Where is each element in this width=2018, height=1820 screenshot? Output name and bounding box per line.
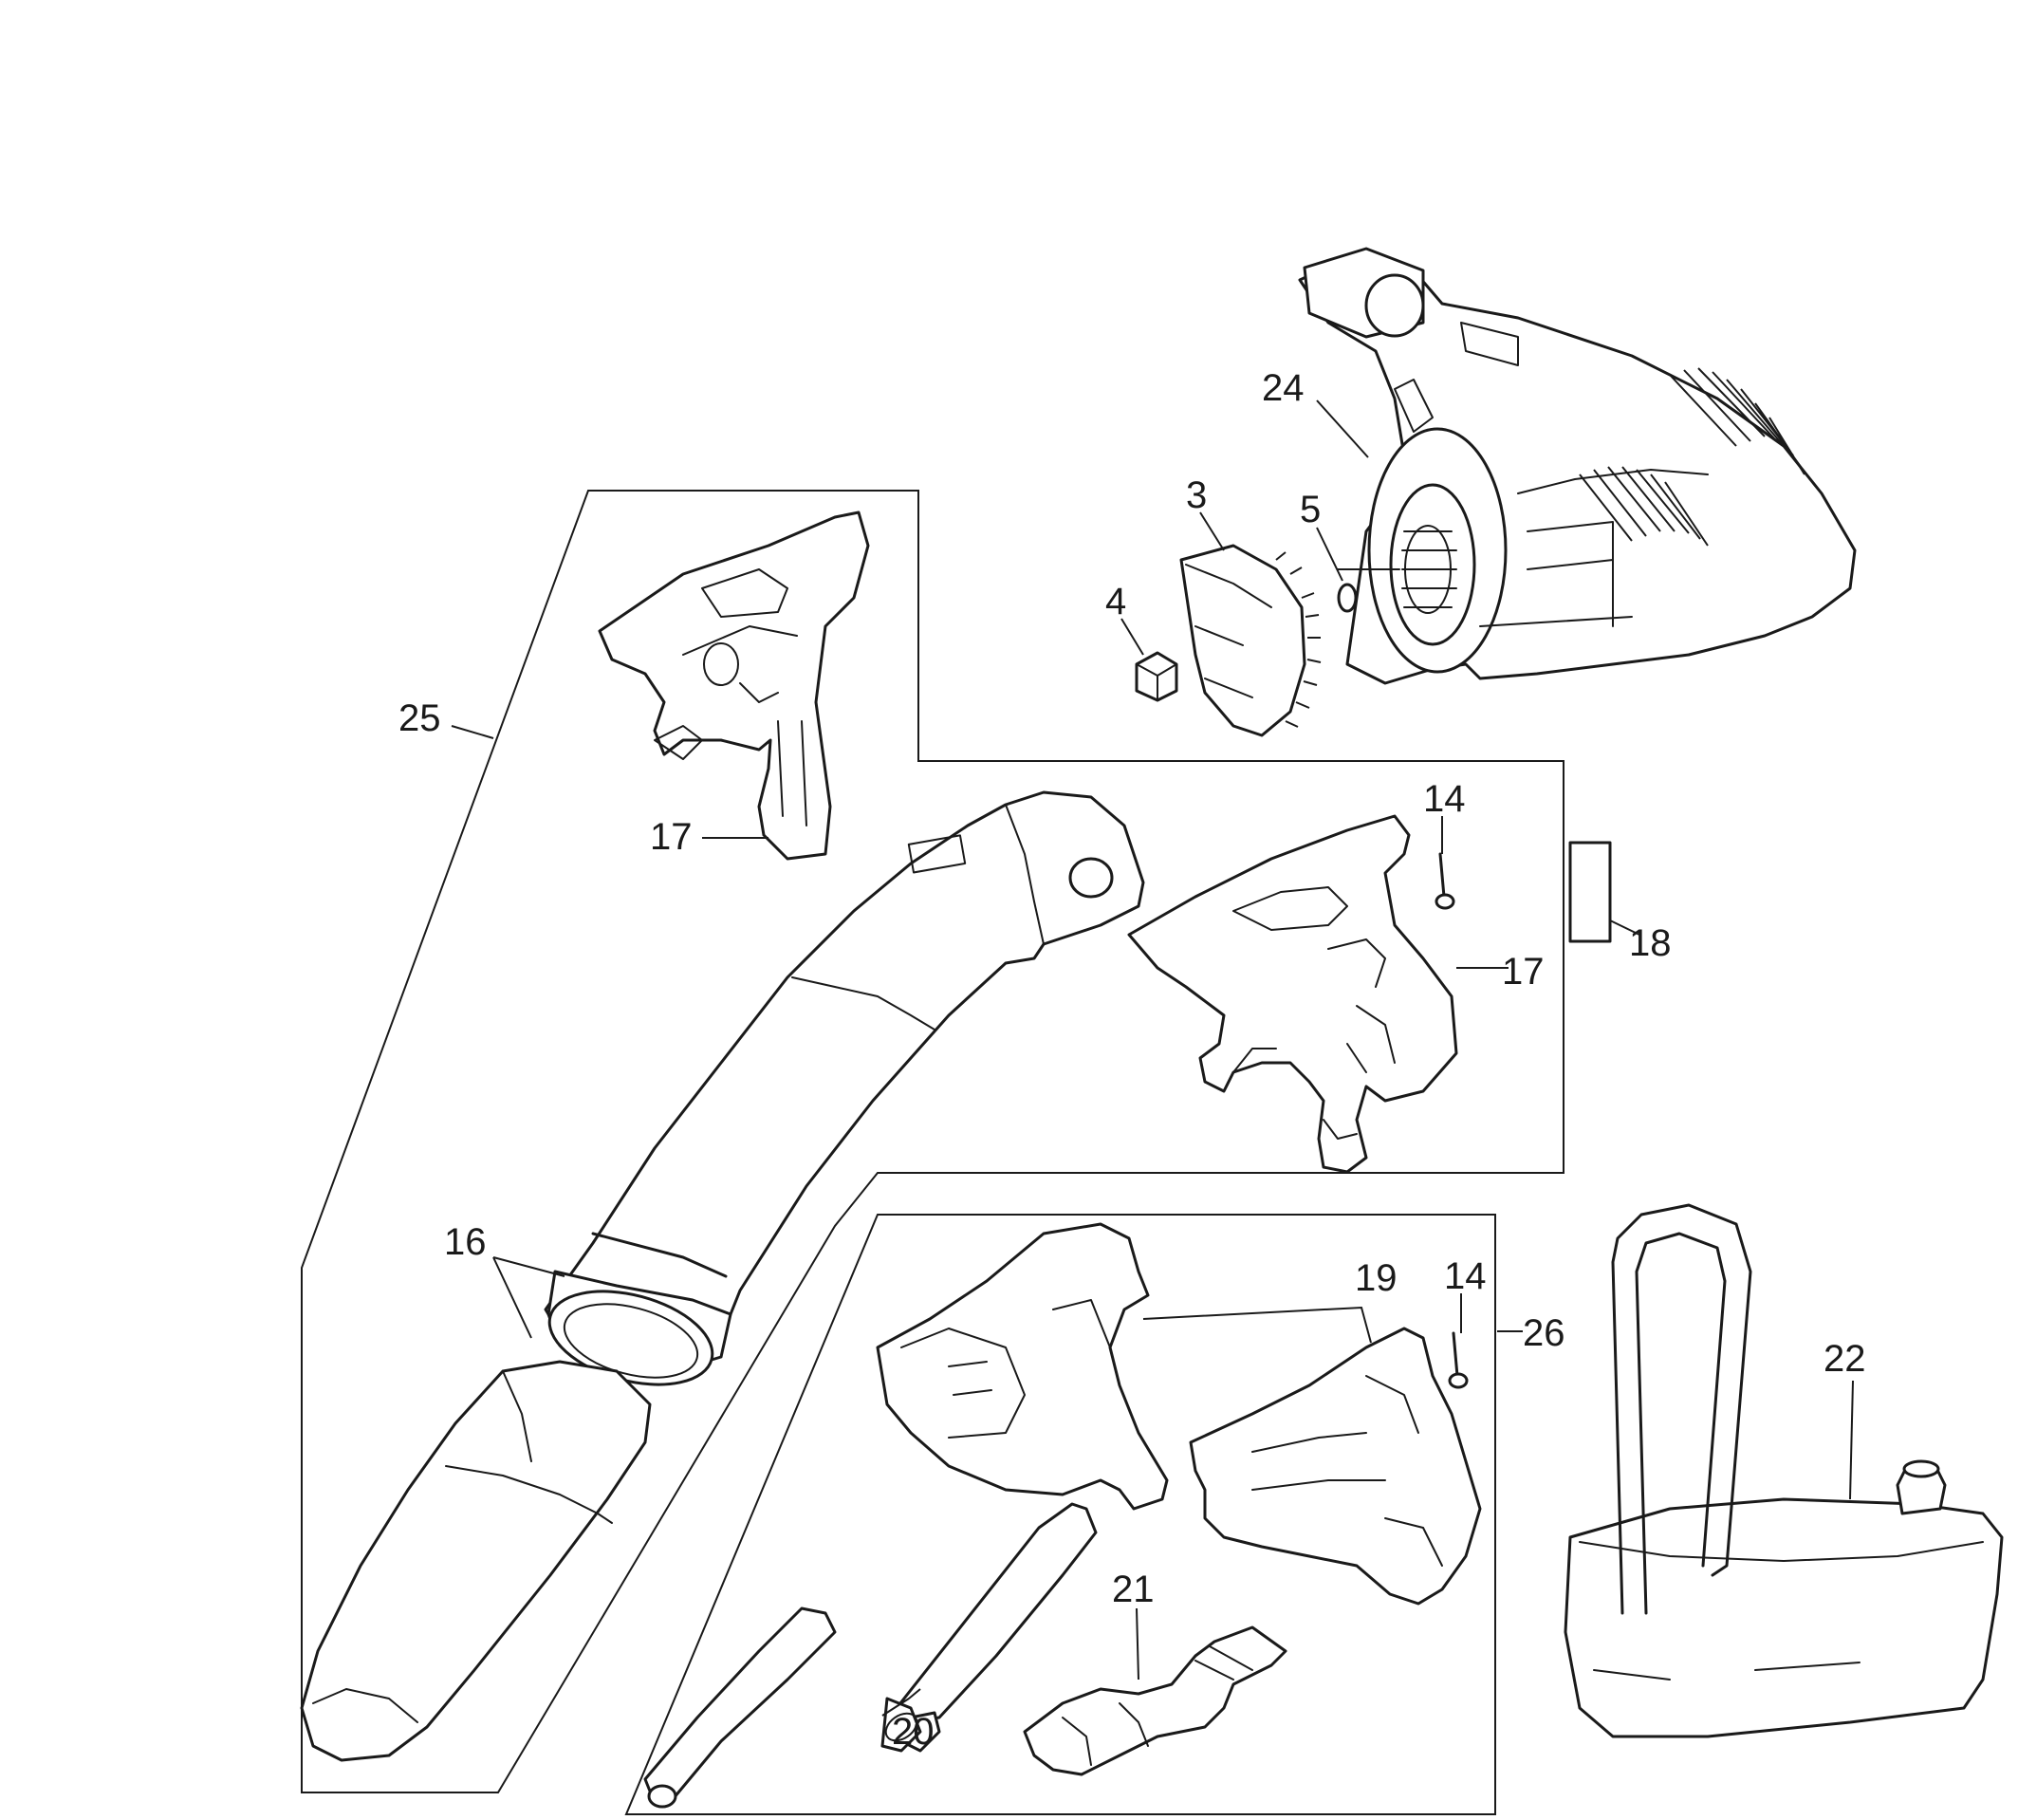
leader-20 (881, 1688, 921, 1717)
leader-lines (451, 399, 1854, 1717)
impeller-3 (1179, 544, 1322, 737)
leader-22 (1849, 1380, 1854, 1500)
collection-bag-22 (1564, 1203, 2004, 1738)
nozzle-16 (300, 1360, 652, 1762)
vacuum-tube-20 (643, 1502, 1098, 1809)
callout-14-bottom: 14 (1444, 1255, 1487, 1297)
callout-5: 5 (1300, 489, 1321, 530)
callout-14-top: 14 (1423, 778, 1466, 820)
callout-21: 21 (1112, 1569, 1155, 1610)
washer-5 (1337, 583, 1358, 613)
blower-tube-16 (544, 790, 1145, 1386)
handle-half-17-right (1127, 814, 1458, 1174)
leader-3 (1199, 511, 1225, 551)
nozzle-attachment-21 (1023, 1625, 1287, 1776)
leader-16 (492, 1256, 565, 1339)
callout-19: 19 (1355, 1257, 1398, 1299)
group-outline-26 (624, 1214, 1496, 1815)
callout-25: 25 (398, 697, 441, 739)
vacuum-handle-19-left (876, 1222, 1169, 1511)
screw-14-top (1435, 852, 1455, 910)
group-outline-25 (301, 490, 1564, 1793)
leader-19 (1142, 1306, 1372, 1344)
leader-18 (1609, 919, 1640, 936)
callout-20: 20 (892, 1711, 935, 1753)
blower-housing-24 (1298, 247, 1857, 685)
callout-16: 16 (444, 1221, 487, 1263)
callout-26: 26 (1523, 1312, 1565, 1354)
callout-3: 3 (1186, 474, 1207, 516)
callout-4: 4 (1105, 581, 1126, 622)
callout-17-left: 17 (650, 816, 693, 858)
label-18 (1568, 841, 1612, 943)
vent-grille (1579, 367, 1805, 547)
leader-25 (451, 725, 494, 739)
handle-half-17-left (598, 511, 870, 861)
leader-5 (1316, 527, 1343, 582)
nut-4 (1135, 651, 1178, 702)
callout-22: 22 (1824, 1338, 1866, 1380)
leader-24 (1316, 399, 1369, 458)
callout-labels: 24 3 5 4 25 17 14 18 17 16 19 14 26 22 2… (398, 367, 1866, 1753)
leader-4 (1120, 618, 1144, 656)
leader-21 (1136, 1607, 1139, 1681)
callout-17-right: 17 (1502, 951, 1545, 993)
vacuum-handle-19-right (1189, 1327, 1482, 1606)
callout-18: 18 (1629, 922, 1672, 964)
screw-14-bottom (1448, 1331, 1469, 1389)
callout-24: 24 (1262, 367, 1305, 409)
